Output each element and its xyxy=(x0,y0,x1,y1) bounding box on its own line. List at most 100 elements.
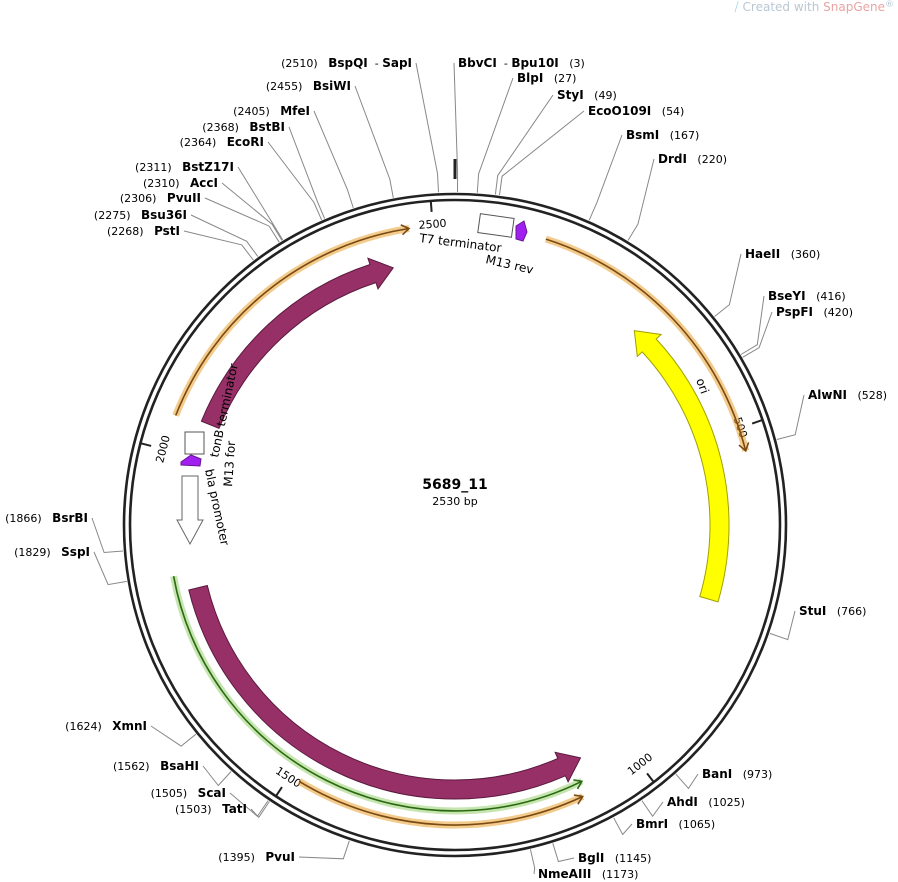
site-leader-line xyxy=(221,182,283,241)
t7-terminator-box xyxy=(477,213,515,238)
feature-label-ori: ori xyxy=(693,376,711,395)
site-label: (2368) BstBI xyxy=(202,120,285,134)
site-position: (2368) xyxy=(202,121,249,134)
credit-mark: ® xyxy=(885,0,894,10)
site-label: (2364) EcoRI xyxy=(180,135,264,149)
site-enzyme-name: BsiWI xyxy=(313,79,351,93)
site-position: (27) xyxy=(543,72,576,85)
dfra-strand-arc-head xyxy=(400,224,411,236)
site-leader-line xyxy=(476,77,514,193)
site-position: (167) xyxy=(659,129,699,142)
site-leader-line xyxy=(288,126,326,219)
site-leader-line xyxy=(588,134,623,221)
site-label: (1866) BsrBI xyxy=(5,511,88,525)
site-position: (1624) xyxy=(65,720,112,733)
site-enzyme-name: PstI xyxy=(154,224,180,238)
site-enzyme-name: Bpu10I xyxy=(511,56,558,70)
backbone-inner-ring xyxy=(128,198,782,852)
site-label: EcoO109I (54) xyxy=(588,104,684,118)
site-leader-line xyxy=(769,610,796,641)
site-label: BanI (973) xyxy=(702,767,772,781)
site-label: AlwNI (528) xyxy=(808,388,887,402)
site-label: (2310) AccI xyxy=(143,176,218,190)
site-position: (420) xyxy=(813,306,853,319)
site-enzyme-name: BsrBI xyxy=(52,511,88,525)
site-enzyme-name: BspQI xyxy=(328,56,368,70)
site-enzyme-name: AhdI xyxy=(667,795,698,809)
site-position: (2364) xyxy=(180,136,227,149)
site-enzyme-name: DrdI xyxy=(658,152,687,166)
feature-label-m13-for: M13 for xyxy=(221,440,238,487)
site-enzyme-name: EcoO109I xyxy=(588,104,651,118)
site-enzyme-name: HaeII xyxy=(745,247,780,261)
site-position: (528) xyxy=(847,389,887,402)
feature-arrow-layer xyxy=(188,257,730,800)
site-label: (1829) SspI xyxy=(14,545,90,559)
site-enzyme-name: BmrI xyxy=(636,817,668,831)
site-label: (2405) MfeI xyxy=(233,104,310,118)
site-position: (49) xyxy=(584,89,617,102)
bla-arrow xyxy=(188,584,582,800)
site-leader-line xyxy=(91,517,124,554)
site-enzyme-name: MfeI xyxy=(280,104,310,118)
site-position: (1145) xyxy=(604,852,651,865)
site-position: (1562) xyxy=(113,760,160,773)
site-label: NmeAIII (1173) xyxy=(538,867,638,881)
site-label: StyI (49) xyxy=(557,88,617,102)
site-enzyme-name: SapI xyxy=(382,56,412,70)
site-enzyme-name: StuI xyxy=(799,604,826,618)
site-position: (54) xyxy=(651,105,684,118)
site-position: (2510) xyxy=(281,57,328,70)
site-leader-line xyxy=(641,800,664,818)
site-enzyme-name: Bsu36I xyxy=(141,208,187,222)
bla-green-arc xyxy=(172,576,583,812)
m13-rev-primer-icon xyxy=(515,220,528,242)
site-enzyme-name: BseYI xyxy=(768,289,806,303)
feature-label-dfra: dfrA xyxy=(280,269,308,297)
site-position: (220) xyxy=(687,153,727,166)
site-label: (1503) TatI xyxy=(175,802,247,816)
site-leader-line xyxy=(742,311,773,358)
backbone-outer-ring xyxy=(122,192,788,858)
site-label: PspFI (420) xyxy=(776,305,853,319)
site-leader-line xyxy=(415,62,439,193)
tonb-terminator-box xyxy=(184,431,205,455)
site-position: (360) xyxy=(780,248,820,261)
site-leader-line xyxy=(552,843,575,863)
map-length: 2530 bp xyxy=(432,495,477,508)
site-leader-layer xyxy=(91,62,805,875)
site-position: (1065) xyxy=(668,818,715,831)
credit-brand: SnapGene xyxy=(823,0,885,14)
site-leader-line xyxy=(776,394,805,440)
site-enzyme-name: EcoRI xyxy=(227,135,264,149)
site-leader-line xyxy=(675,773,699,790)
site-label-layer: BbvCI - Bpu10I (3)BlpI (27)StyI (49)EcoO… xyxy=(5,56,887,881)
site-position: (2455) xyxy=(266,80,313,93)
bla-green-arc-head xyxy=(573,779,584,790)
site-leader-line xyxy=(202,765,232,787)
site-position: - xyxy=(368,57,382,70)
m13-for-primer-icon xyxy=(180,454,202,467)
site-leader-line xyxy=(714,253,742,317)
site-leader-line xyxy=(453,62,459,193)
site-leader-line xyxy=(298,840,350,860)
site-enzyme-name: PvuII xyxy=(167,191,201,205)
feature-arc-layer xyxy=(170,224,750,829)
site-position: (1866) xyxy=(5,512,52,525)
site-position: (2306) xyxy=(120,192,167,205)
site-leader-line xyxy=(237,166,284,241)
site-enzyme-name: BsmI xyxy=(626,128,659,142)
site-position: (2405) xyxy=(233,105,280,118)
site-label: DrdI (220) xyxy=(658,152,727,166)
site-position: (973) xyxy=(732,768,772,781)
site-leader-line xyxy=(150,725,197,747)
site-label: HaeII (360) xyxy=(745,247,820,261)
ori-strand-arc xyxy=(545,238,747,452)
site-enzyme-name: BglI xyxy=(578,851,604,865)
site-leader-line xyxy=(740,295,765,355)
site-label: (2311) BstZ17I xyxy=(135,160,234,174)
site-enzyme-name: BsaHI xyxy=(160,759,199,773)
site-enzyme-name: AccI xyxy=(190,176,218,190)
map-title: 5689_11 xyxy=(422,477,487,493)
site-label: BbvCI - Bpu10I (3) xyxy=(458,56,585,70)
